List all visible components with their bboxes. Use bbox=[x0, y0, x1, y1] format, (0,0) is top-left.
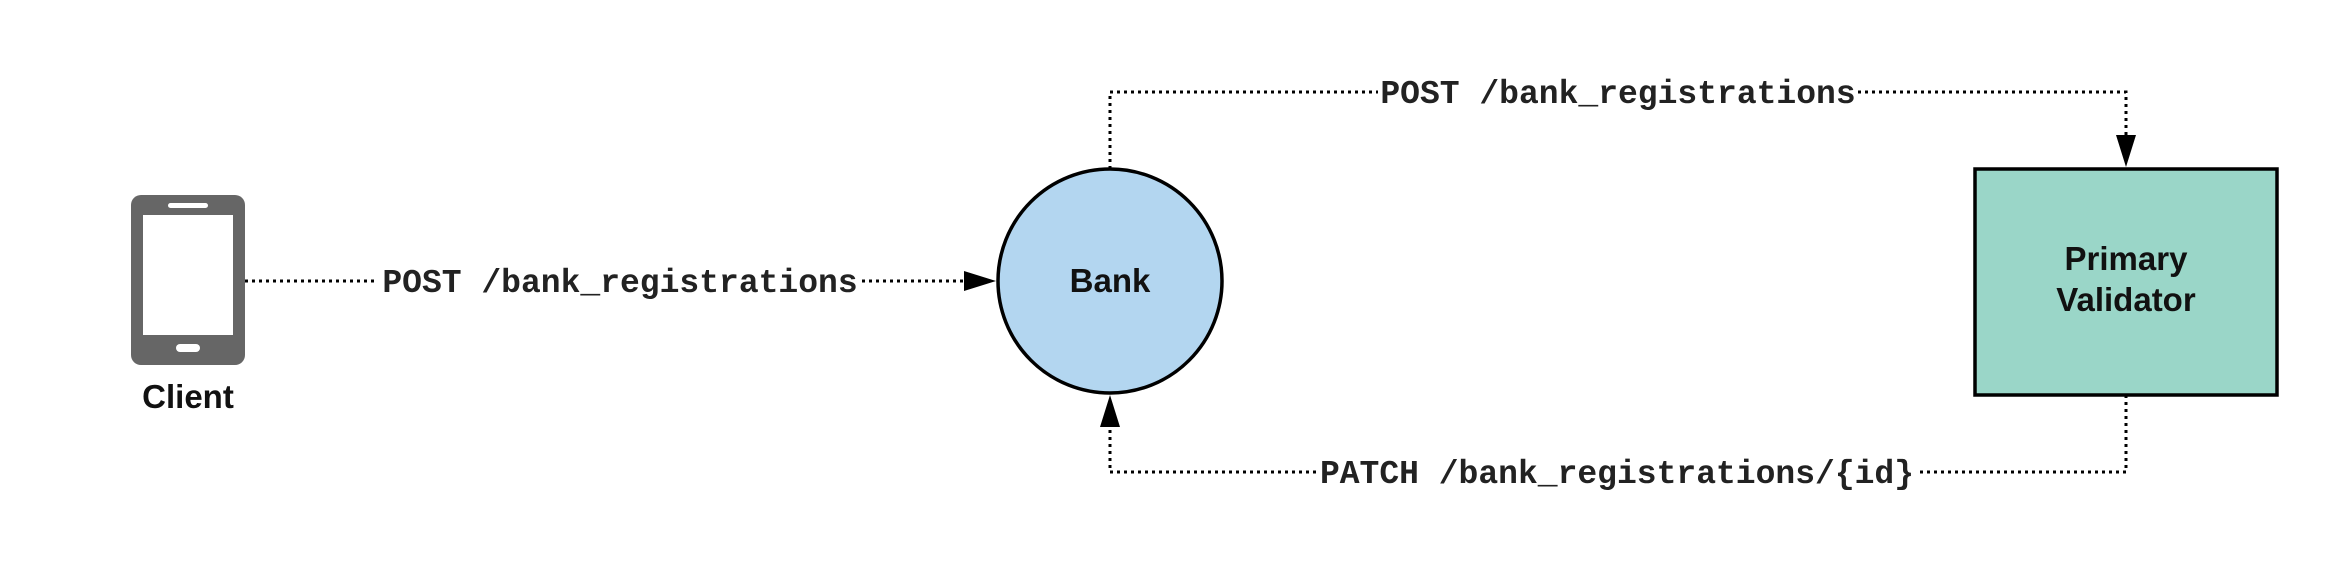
edge-validator-to-bank bbox=[1100, 395, 2128, 474]
edge-label-validator-to-bank: PATCH /bank_registrations/{id} bbox=[1320, 456, 1914, 493]
arrowhead-icon bbox=[2116, 135, 2136, 167]
smartphone-icon bbox=[131, 195, 245, 365]
validator-label-line-1: Primary bbox=[2065, 240, 2189, 277]
edge-label-bank-to-validator: POST /bank_registrations bbox=[1380, 76, 1855, 113]
validator-label-line-2: Validator bbox=[2056, 281, 2196, 318]
arrowhead-icon bbox=[964, 271, 996, 291]
bank-label: Bank bbox=[1070, 262, 1151, 299]
edge-label-client-to-bank: POST /bank_registrations bbox=[382, 265, 857, 302]
edge-client-to-bank bbox=[245, 271, 996, 291]
edge-bank-to-validator bbox=[1108, 90, 2136, 169]
client-label: Client bbox=[142, 378, 234, 415]
arrowhead-icon bbox=[1100, 395, 1120, 427]
